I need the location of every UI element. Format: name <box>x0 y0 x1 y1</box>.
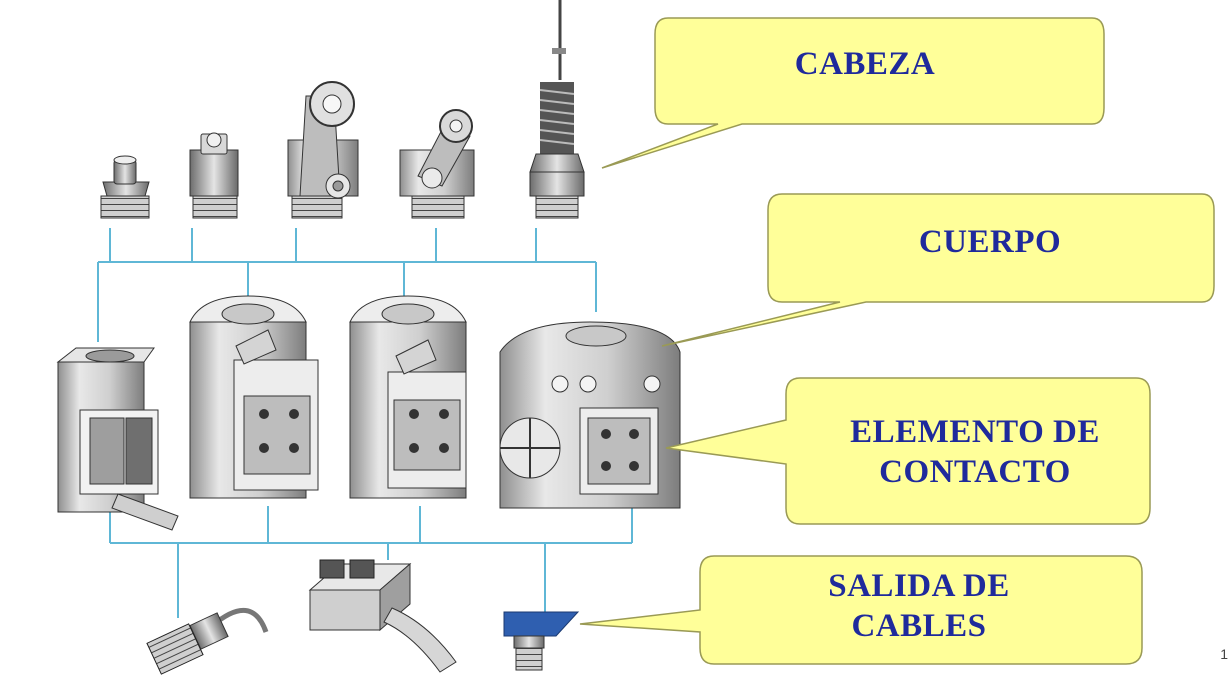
cables-label-line2: CABLES <box>851 608 987 645</box>
connector-cable <box>146 608 269 675</box>
body-compact <box>56 347 179 531</box>
callouts <box>579 17 1215 665</box>
rotary-lever-head <box>287 81 359 219</box>
head-label-text: CABEZA <box>794 46 936 82</box>
cables-label-line1: SALIDA DE <box>828 568 1010 604</box>
slide-number: 1 <box>1220 646 1228 662</box>
cable-adapter <box>503 611 580 671</box>
spring-rod-head <box>529 0 585 219</box>
body-label-text: CUERPO <box>918 224 1062 260</box>
callout-head-label: CABEZA <box>700 44 1030 84</box>
head-components <box>100 0 585 219</box>
body-large <box>499 321 681 509</box>
callout-contact-label: ELEMENTO DE CONTACTO <box>800 412 1150 493</box>
contact-label-line1: ELEMENTO DE <box>850 414 1100 450</box>
callout-cables-bubble <box>579 555 1143 665</box>
callout-body-bubble <box>661 193 1215 347</box>
cable-output-components <box>146 559 580 675</box>
roller-lever-head <box>399 109 475 219</box>
callout-cables-label: SALIDA DE CABLES <box>744 566 1094 647</box>
body-components <box>56 295 681 531</box>
plunger-head <box>100 155 150 219</box>
body-standard-a <box>189 295 319 499</box>
body-standard-b <box>349 295 467 499</box>
cable-gland-block <box>308 559 457 673</box>
contact-label-line2: CONTACTO <box>879 454 1071 491</box>
callout-head-bubble <box>601 17 1105 169</box>
callout-body-label: CUERPO <box>810 222 1170 262</box>
callout-contact-bubble <box>665 377 1151 525</box>
roller-plunger-head <box>189 132 239 219</box>
